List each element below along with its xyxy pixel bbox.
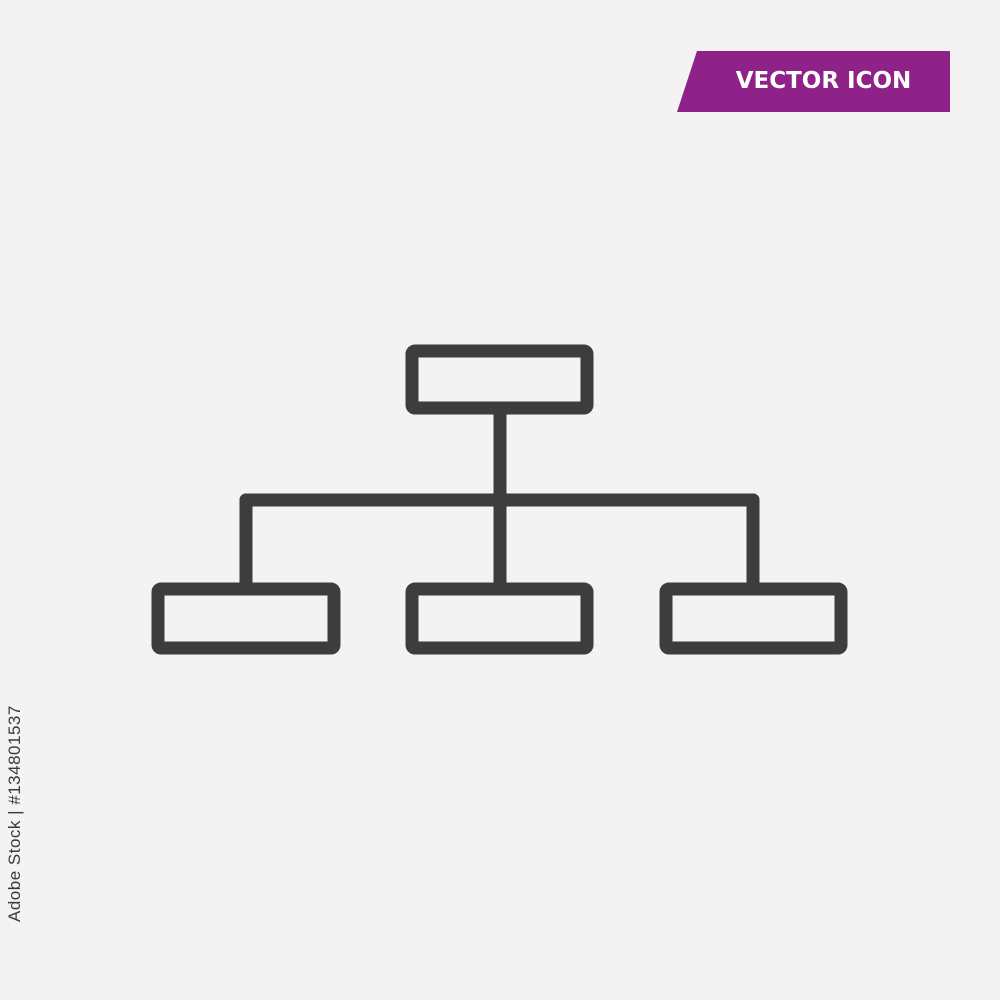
badge-ribbon-shape xyxy=(677,51,950,112)
left-child-box xyxy=(151,582,341,655)
badge-label: VECTOR ICON xyxy=(735,68,912,94)
right-child-box xyxy=(659,582,848,655)
center-child-box xyxy=(405,582,594,655)
stock-image-id: Adobe Stock | #134801537 xyxy=(5,705,24,922)
vector-icon-badge: VECTOR ICON xyxy=(677,51,950,112)
top-node-box xyxy=(405,344,594,415)
